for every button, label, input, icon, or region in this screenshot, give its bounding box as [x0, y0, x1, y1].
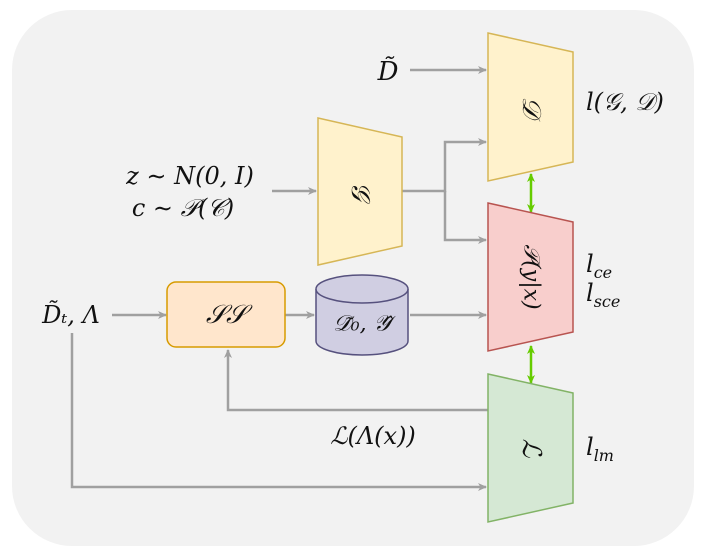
classifier-label: 𝒫(y|x)	[519, 244, 544, 309]
loss-lm: llm	[586, 433, 614, 465]
labeler-block	[487, 373, 574, 523]
arrow-generator-to-classifier	[443, 191, 487, 244]
loss-feedback: ℒ(Λ(x))	[330, 422, 416, 450]
input-z-distribution: z ∼ N(0, I)	[125, 162, 254, 190]
selector-label: 𝒮𝒮	[206, 300, 253, 330]
classifier-block	[487, 202, 574, 352]
loss-lm-subscript: lm	[594, 446, 614, 465]
input-dt-lambda: D̃ₜ, Λ	[41, 301, 100, 329]
labeler-label: ℒ	[516, 439, 546, 459]
dataset-cylinder-top	[315, 274, 409, 304]
input-c-distribution: c ∼ 𝒫(𝒞)	[132, 194, 234, 222]
loss-lm-base: l	[586, 433, 594, 461]
generator-label: 𝒢	[345, 182, 375, 205]
discriminator-block	[487, 32, 574, 182]
arrow-generator-to-discriminator	[402, 138, 487, 193]
selector-block	[166, 281, 286, 348]
loss-sce-subscript: sce	[594, 292, 621, 311]
loss-ce-subscript: ce	[594, 263, 612, 282]
dataset-cylinder-body	[315, 289, 409, 356]
loss-ce: lce	[586, 250, 612, 282]
connectors	[70, 66, 488, 491]
loss-sce: lsce	[586, 279, 620, 311]
arrow-input-to-labeler	[70, 333, 487, 491]
loss-gan: l(𝒢, 𝒟)	[586, 88, 664, 116]
loss-sce-base: l	[586, 279, 594, 307]
dataset-block	[315, 274, 409, 356]
input-d-tilde: D̃	[377, 56, 399, 87]
arrow-labeler-feedback-to-selector	[224, 349, 488, 412]
dataset-label: 𝒟̃₀, 𝒴̂	[333, 312, 396, 337]
loss-ce-base: l	[586, 250, 594, 278]
generator-block	[317, 117, 403, 266]
